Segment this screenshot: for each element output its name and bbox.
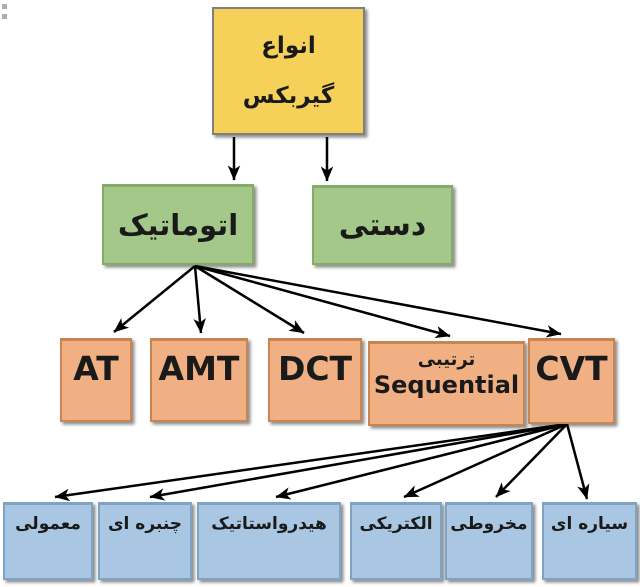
corner-artifact-dot bbox=[2, 4, 7, 9]
arrow-automatic-to-amt bbox=[193, 265, 206, 334]
node-label-farsi: ترتیبی bbox=[417, 349, 476, 370]
node-label: DCT bbox=[277, 349, 353, 388]
node-label: دستی bbox=[338, 208, 427, 243]
arrow-cvt-to-electric bbox=[403, 422, 568, 499]
node-label-english: Sequential bbox=[373, 371, 520, 400]
arrow-cvt-to-hydrostatic bbox=[275, 422, 568, 500]
arrow-cvt-to-toroidal bbox=[149, 422, 568, 501]
arrow-automatic-to-cvt bbox=[194, 264, 562, 338]
node-label: AMT bbox=[158, 349, 240, 388]
node-cvt: CVT bbox=[528, 338, 615, 424]
node-normal: معمولی bbox=[3, 502, 93, 580]
node-manual: دستی bbox=[312, 185, 453, 265]
arrow-cvt-to-normal bbox=[54, 422, 568, 502]
node-label: چنبره ای bbox=[107, 514, 183, 534]
node-toroidal: چنبره ای bbox=[98, 502, 192, 580]
node-planetary: سیاره ای bbox=[542, 502, 637, 580]
node-at: AT bbox=[60, 338, 132, 422]
arrow-automatic-to-dct bbox=[194, 264, 305, 335]
node-label: گیربکس bbox=[242, 83, 335, 109]
node-label: هیدرواستاتیک bbox=[211, 514, 327, 534]
node-conical: مخروطی bbox=[445, 502, 533, 580]
node-label: الکتریکی bbox=[359, 514, 433, 534]
corner-artifact-dot bbox=[2, 14, 7, 19]
node-gearbox-types: انواع گیربکس bbox=[212, 7, 365, 135]
node-electric: الکتریکی bbox=[350, 502, 442, 580]
node-label: انواع bbox=[261, 33, 316, 59]
node-label: مخروطی bbox=[450, 514, 528, 534]
node-label: AT bbox=[73, 349, 119, 388]
node-label: اتوماتیک bbox=[117, 208, 239, 242]
arrow-cvt-to-conical bbox=[495, 423, 568, 498]
node-hydrostatic: هیدرواستاتیک bbox=[197, 502, 341, 580]
node-label: معمولی bbox=[15, 514, 81, 534]
arrow-automatic-to-at bbox=[113, 265, 196, 333]
node-amt: AMT bbox=[150, 338, 248, 422]
node-label: سیاره ای bbox=[550, 514, 629, 534]
arrow-cvt-to-planetary bbox=[565, 423, 590, 500]
arrow-automatic-to-sequential bbox=[194, 264, 451, 339]
node-dct: DCT bbox=[268, 338, 362, 422]
node-label: CVT bbox=[535, 349, 608, 388]
node-sequential: ترتیبی Sequential bbox=[368, 341, 525, 426]
node-automatic: اتوماتیک bbox=[102, 184, 254, 265]
